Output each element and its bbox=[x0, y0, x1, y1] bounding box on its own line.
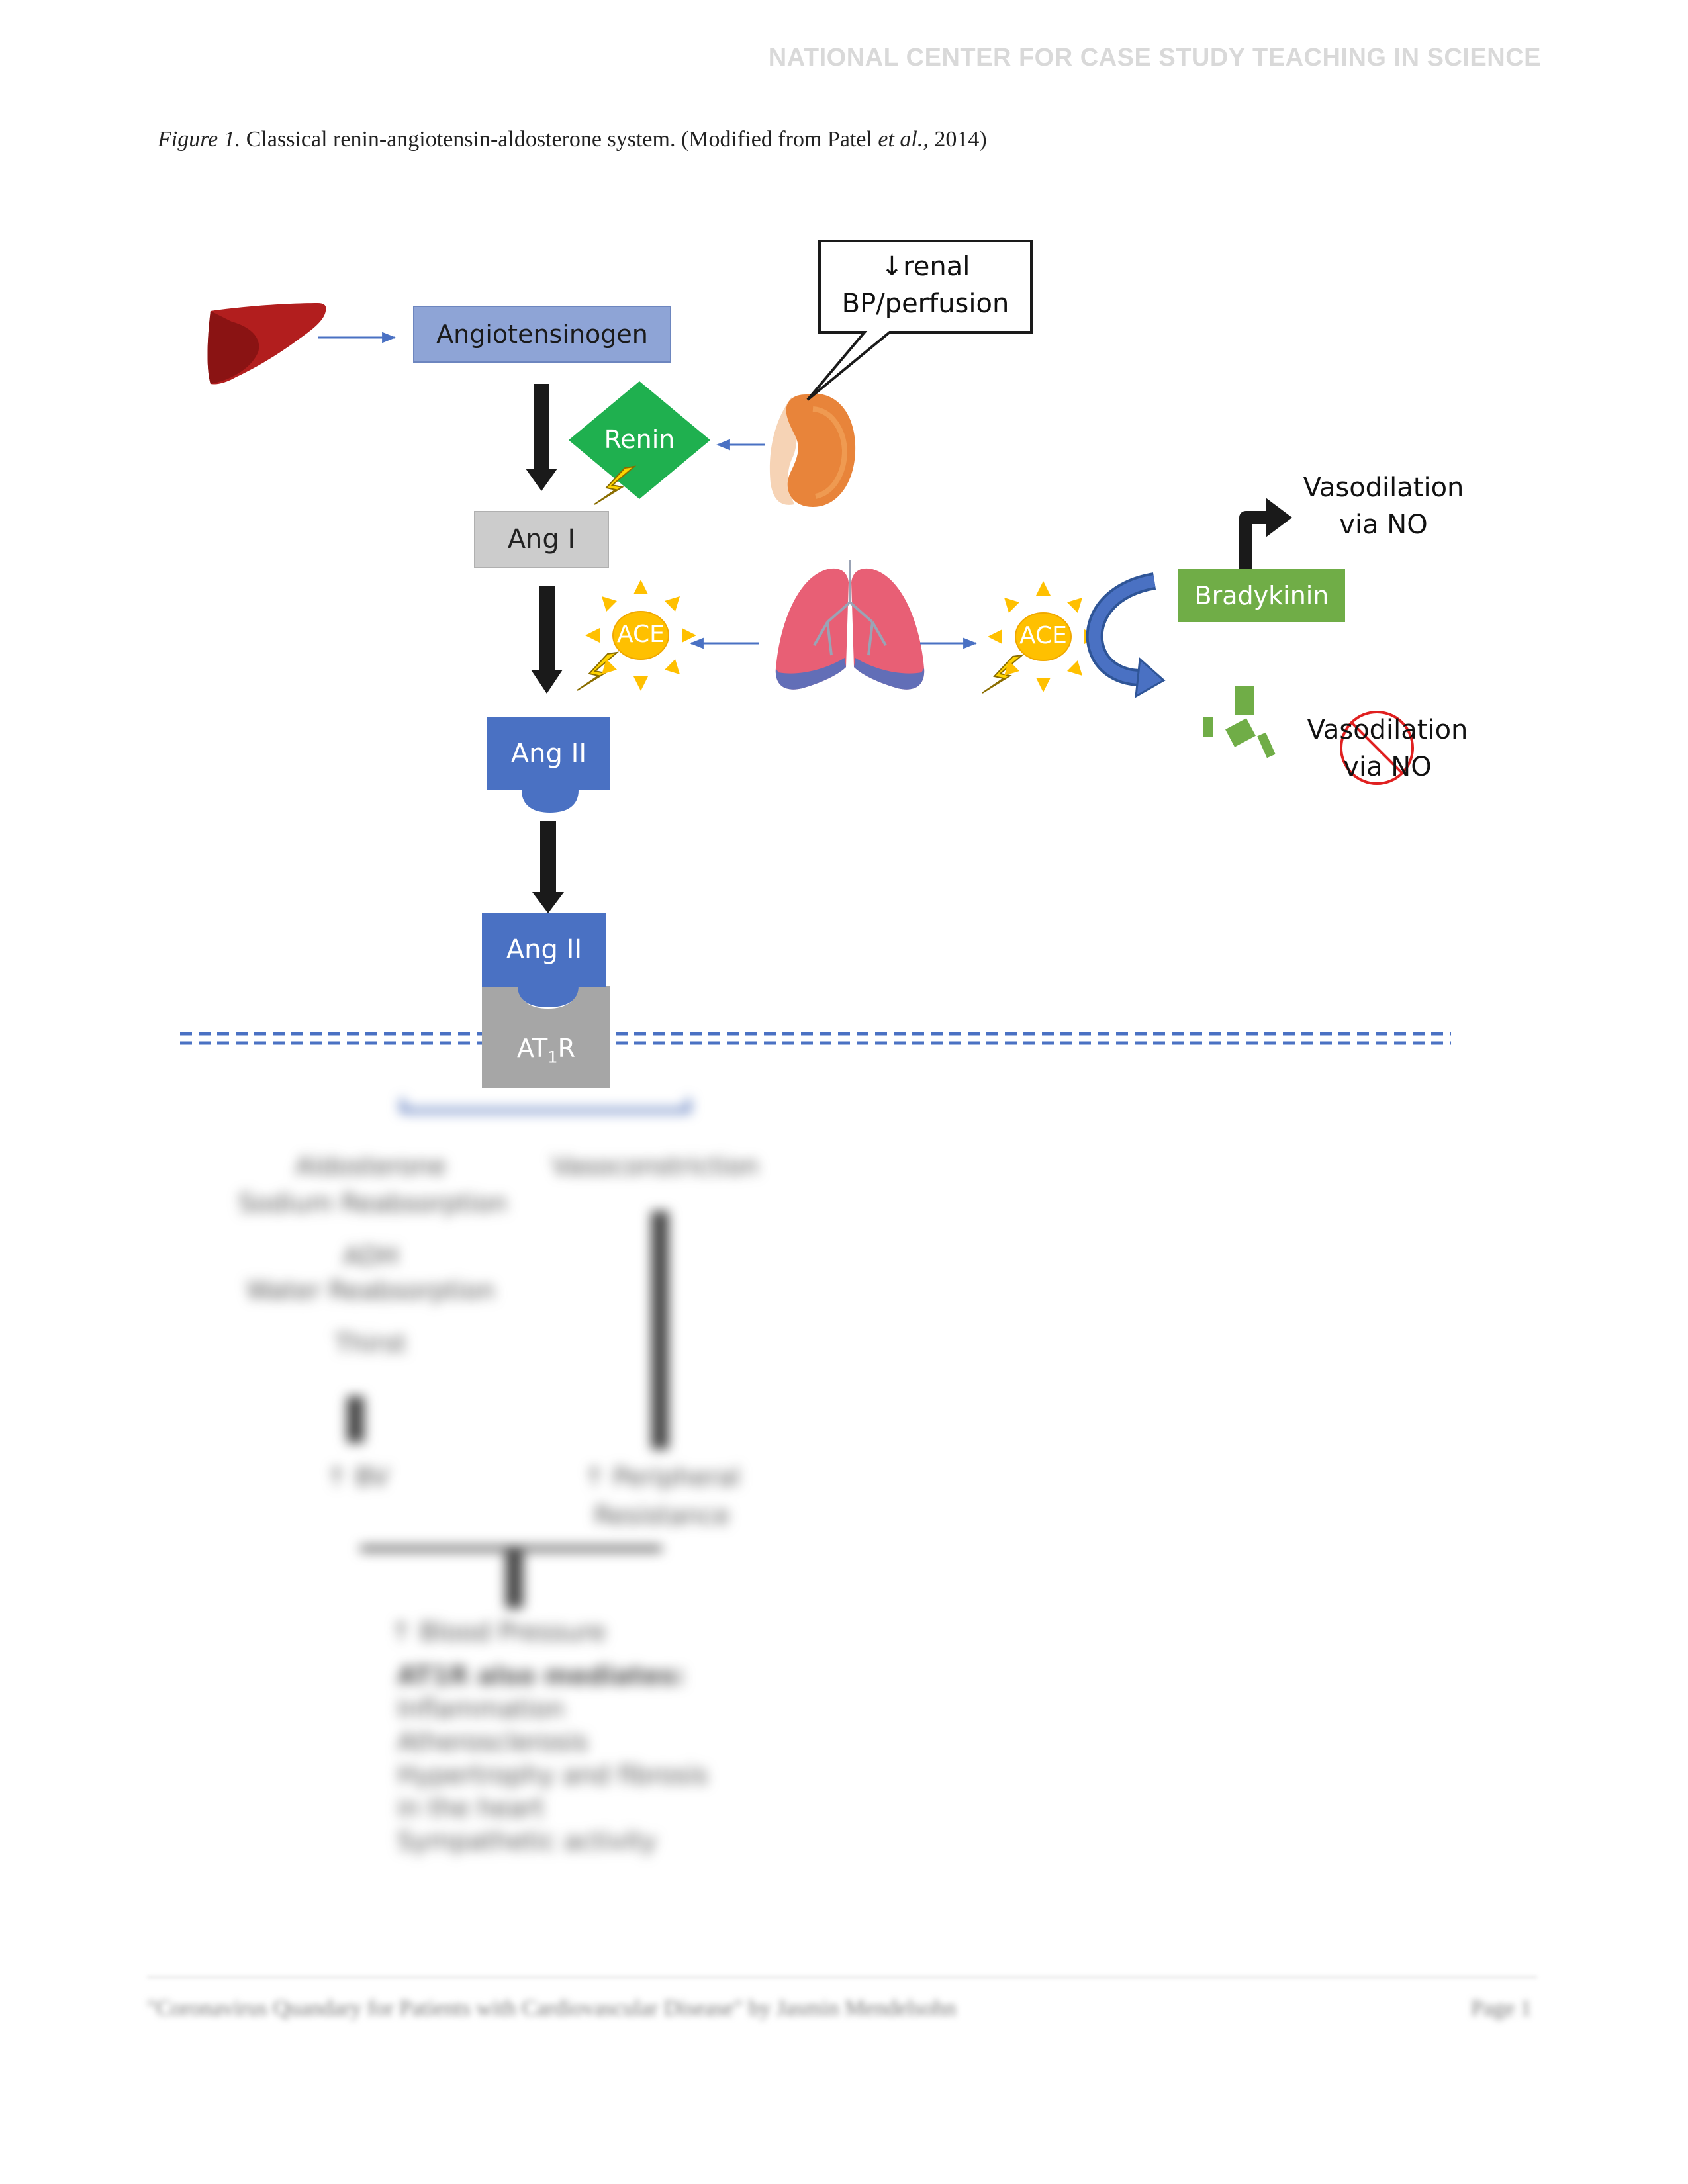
blurred-text-14: Hypertrophy and fibrosis bbox=[397, 1760, 708, 1790]
header-organization: NATIONAL CENTER FOR CASE STUDY TEACHING … bbox=[768, 44, 1541, 71]
callout-bubble bbox=[806, 240, 1033, 401]
callout-line1: ↓renal bbox=[880, 251, 970, 282]
renin-label: Renin bbox=[604, 425, 675, 454]
blurred-text-15: in the heart bbox=[397, 1794, 545, 1823]
bradykinin-label: Bradykinin bbox=[1194, 581, 1329, 610]
bradykinin-degradation-arrow bbox=[1086, 572, 1166, 698]
lightning-icon-ace-left bbox=[577, 651, 620, 691]
ang2-bound-label: Ang II bbox=[506, 934, 583, 965]
ace-right-label: ACE bbox=[1019, 622, 1067, 649]
lungs-icon bbox=[775, 560, 925, 690]
raas-diagram bbox=[180, 240, 1451, 1088]
blurred-region: Aldosterone Sodium Reabsorption ADH Wate… bbox=[0, 1079, 1688, 2171]
blurred-text-12: Inflammation bbox=[397, 1694, 565, 1723]
blurred-text-8: ↑ Peripheral bbox=[583, 1463, 741, 1492]
ang1-box: Ang I bbox=[474, 511, 609, 568]
blurred-text-13: Atherosclerosis bbox=[397, 1727, 588, 1756]
blurred-text-1: Aldosterone bbox=[295, 1152, 446, 1181]
blurred-text-10: ↑ Blood Pressure bbox=[391, 1617, 606, 1647]
blurred-text-6: ↑ BV bbox=[326, 1463, 389, 1492]
lightning-icon-ace-right bbox=[982, 654, 1025, 694]
ang2-top-label: Ang II bbox=[510, 739, 587, 769]
ace-sun-left bbox=[585, 580, 696, 691]
caption-etal: et al., bbox=[878, 127, 929, 152]
angiotensinogen-box: Angiotensinogen bbox=[413, 306, 671, 363]
bradykinin-box: Bradykinin bbox=[1178, 569, 1345, 622]
vasodilation-top-line2: via NO bbox=[1339, 510, 1428, 540]
blurred-text-16: Sympathetic activity bbox=[397, 1827, 657, 1856]
caption-year: 2014) bbox=[928, 127, 987, 152]
blocked-icon bbox=[1340, 711, 1414, 785]
ang1-label: Ang I bbox=[507, 524, 576, 555]
at1r-label: AT1R bbox=[482, 1034, 610, 1067]
angiotensinogen-label: Angiotensinogen bbox=[436, 320, 648, 349]
vasodilation-top-line1: Vasodilation bbox=[1303, 473, 1464, 503]
vasodilation-blocked-line1: Vasodilation bbox=[1307, 715, 1468, 745]
at1r-prefix: AT bbox=[517, 1034, 548, 1063]
renin-enzyme-diamond bbox=[569, 381, 710, 499]
lightning-icon-renin bbox=[594, 465, 637, 505]
figure-caption: Figure 1. Classical renin-angiotensin-al… bbox=[158, 127, 987, 152]
blurred-text-9: Resistance bbox=[594, 1501, 730, 1530]
at1r-suffix: R bbox=[557, 1034, 575, 1063]
cell-membrane bbox=[180, 1032, 1451, 1045]
figure-label: Figure 1. bbox=[158, 127, 241, 152]
blurred-text-4: Water Reabsorption bbox=[246, 1276, 495, 1305]
blurred-text-11: AT1R also mediates: bbox=[397, 1661, 685, 1690]
arrow-angiotensinogen-to-ang1 bbox=[526, 384, 557, 491]
arrow-ang2-to-receptor bbox=[532, 821, 564, 913]
bradykinin-vasodilation-arrow bbox=[1239, 498, 1292, 570]
at1r-subscript: 1 bbox=[547, 1048, 558, 1067]
blurred-text-3: ADH bbox=[343, 1242, 399, 1271]
ang2-bound-shape bbox=[482, 913, 606, 1007]
blurred-text-2: Sodium Reabsorption bbox=[238, 1189, 508, 1218]
caption-text: Classical renin-angiotensin-aldosterone … bbox=[240, 127, 878, 152]
kidney-icon bbox=[769, 393, 856, 507]
at1r-receptor-shape bbox=[482, 986, 610, 1088]
ang2-top-shape bbox=[487, 717, 610, 813]
arrow-ang1-to-ang2 bbox=[531, 586, 563, 694]
blurred-text-5: Thirst bbox=[334, 1329, 407, 1358]
liver-icon bbox=[207, 303, 326, 385]
ace-left-label: ACE bbox=[617, 621, 665, 648]
vasodilation-blocked-line2: via NO bbox=[1343, 752, 1432, 782]
blurred-connectors bbox=[347, 1099, 690, 1608]
bradykinin-fragments bbox=[1203, 686, 1276, 758]
blurred-text-7: Vasoconstriction bbox=[551, 1152, 759, 1181]
callout-line2: BP/perfusion bbox=[841, 289, 1009, 319]
